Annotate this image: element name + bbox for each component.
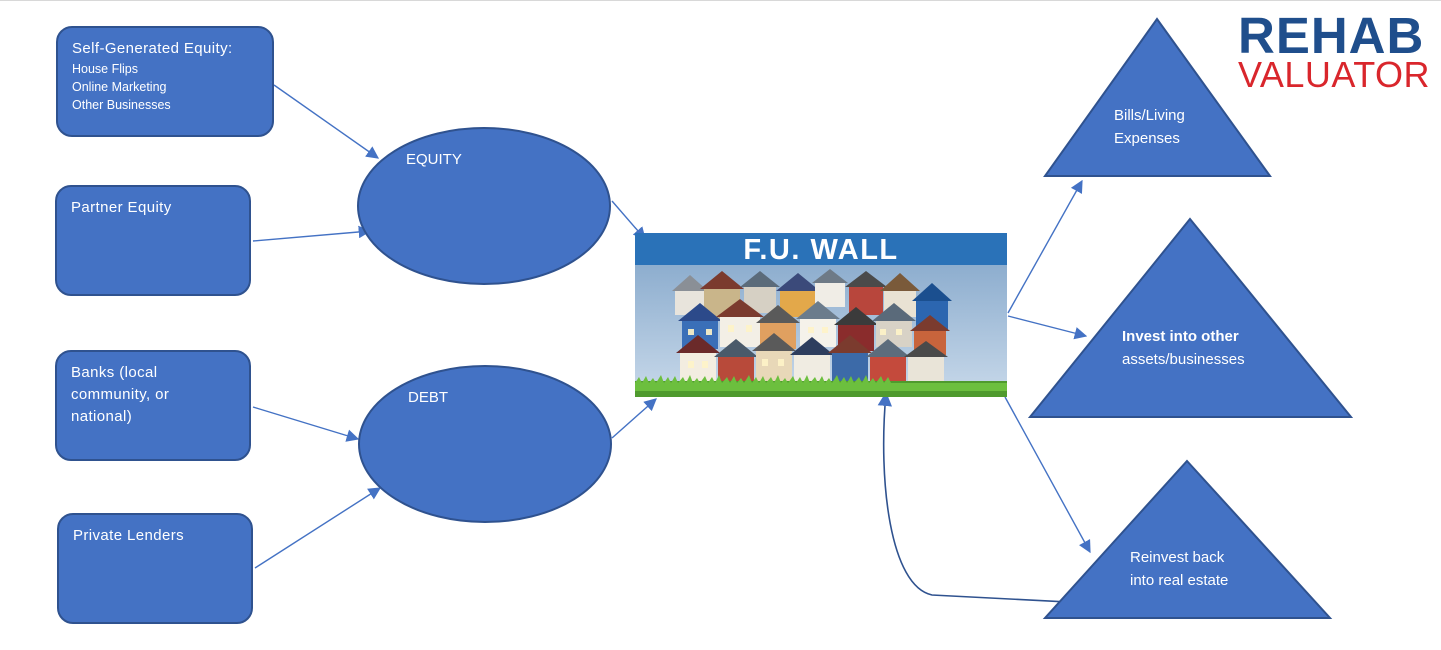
list-item: House Flips xyxy=(72,62,138,76)
arrow-wall-to-bills xyxy=(1007,179,1083,314)
arrow-private-to-debt xyxy=(254,487,382,569)
partner-equity-label: Partner Equity xyxy=(71,199,172,216)
list-item: Other Businesses xyxy=(72,98,171,112)
invest-triangle xyxy=(1027,217,1354,418)
debt-label: DEBT xyxy=(408,389,449,406)
fu-wall-title: F.U. WALL xyxy=(743,234,899,266)
invest-label-line2: assets/businesses xyxy=(1122,351,1245,368)
partner-equity-box: Partner Equity xyxy=(55,185,251,296)
banks-box: Banks (local community, or national) xyxy=(55,350,251,461)
equity-oval xyxy=(357,127,611,285)
arrow-partner-to-equity xyxy=(252,225,372,242)
arrow-reinvest-feedback xyxy=(877,391,1321,616)
logo-rehab: REHAB xyxy=(1238,7,1425,64)
fu-wall-image xyxy=(635,233,1007,397)
banks-label-line3: national) xyxy=(71,408,133,425)
arrow-self-generated-to-equity xyxy=(273,84,380,159)
list-item: Online Marketing xyxy=(72,80,167,94)
self-generated-equity-box: Self-Generated Equity: House Flips Onlin… xyxy=(56,26,274,137)
bills-label-line1: Bills/Living xyxy=(1114,107,1185,124)
private-lenders-box: Private Lenders xyxy=(57,513,253,624)
reinvest-triangle xyxy=(1042,459,1333,619)
arrow-wall-to-invest xyxy=(1007,315,1088,340)
arrow-banks-to-debt xyxy=(252,406,360,442)
equity-label: EQUITY xyxy=(406,151,462,168)
invest-label-line1: Invest into other xyxy=(1122,328,1239,345)
arrow-debt-to-wall xyxy=(611,398,657,439)
banks-label-line1: Banks (local xyxy=(71,364,158,381)
houses-illustration xyxy=(672,269,952,385)
reinvest-label-line1: Reinvest back xyxy=(1130,549,1225,566)
debt-oval xyxy=(358,365,612,523)
self-generated-equity-title: Self-Generated Equity: xyxy=(72,40,233,57)
bills-label-line2: Expenses xyxy=(1114,130,1180,147)
reinvest-label-line2: into real estate xyxy=(1130,572,1229,589)
private-lenders-label: Private Lenders xyxy=(73,527,185,544)
bills-triangle xyxy=(1043,17,1272,177)
arrow-equity-to-wall xyxy=(611,200,646,240)
banks-label-line2: community, or xyxy=(71,386,170,403)
logo-valuator: VALUATOR xyxy=(1238,54,1431,95)
arrow-wall-to-reinvest xyxy=(1004,396,1091,554)
